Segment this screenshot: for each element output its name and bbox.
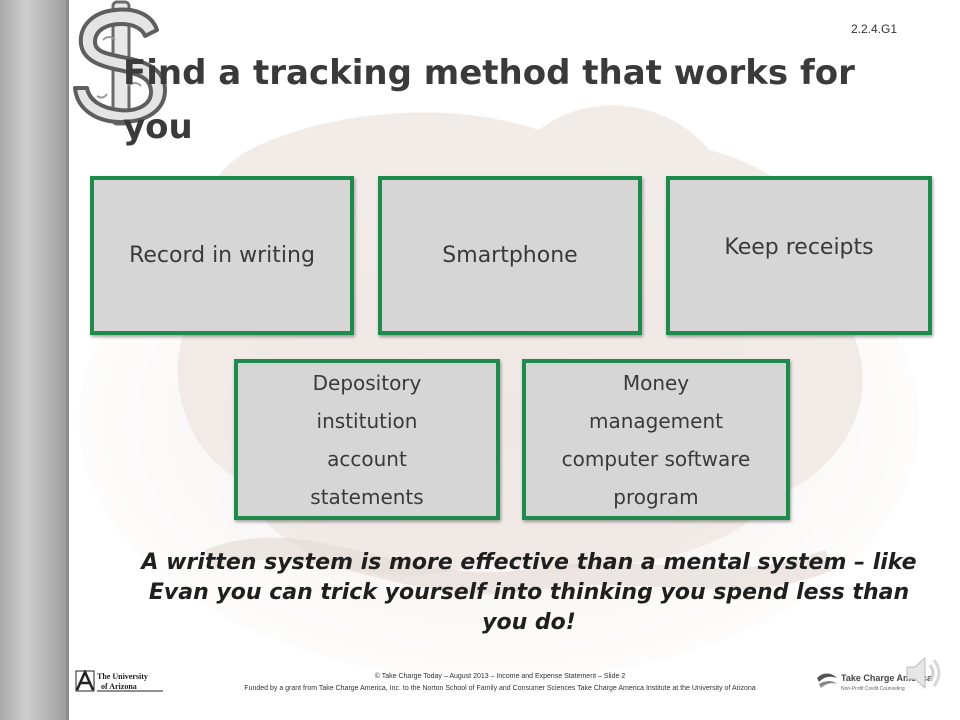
method-box-smartphone: Smartphone (378, 176, 642, 335)
method-label: Depository institution account statement… (310, 364, 423, 516)
footer-copyright: © Take Charge Today – August 2013 – Inco… (374, 673, 626, 680)
method-label-line: computer software (561, 446, 751, 471)
take-charge-america-logo: Take Charge America Non-Profit Credit Co… (817, 673, 933, 692)
method-label-line: program (613, 484, 699, 509)
ua-logo-line-1: The University (97, 672, 148, 681)
method-label: Keep receipts (724, 235, 874, 260)
method-box-depository-statements: Depository institution account statement… (234, 359, 500, 520)
method-label-line: institution (316, 408, 418, 433)
method-label: Record in writing (129, 243, 315, 268)
dollar-sign-puzzle-icon (73, 0, 167, 126)
method-label-line: Money (622, 370, 690, 395)
slide: 2.2.4.G1 Find a tracking method that wor… (66, 0, 960, 720)
method-label-line: Depository (312, 370, 422, 395)
method-box-keep-receipts: Keep receipts (666, 176, 932, 335)
method-label-line: account (327, 446, 407, 471)
method-label: Money management computer software progr… (562, 364, 751, 516)
key-note: A written system is more effective than … (141, 550, 917, 635)
left-border-strip (0, 0, 66, 720)
slide-code: 2.2.4.G1 (850, 22, 897, 36)
university-of-arizona-logo: The University of Arizona (75, 670, 163, 692)
speaker-icon[interactable] (901, 650, 947, 696)
method-label-line: management (589, 408, 723, 433)
method-label: Smartphone (442, 243, 578, 268)
footer: © Take Charge Today – August 2013 – Inco… (175, 671, 825, 695)
method-label-line: statements (310, 484, 424, 509)
ua-logo-line-2: of Arizona (101, 682, 137, 691)
tca-logo-subtext: Non-Profit Credit Counseling (841, 686, 905, 692)
page-title: Find a tracking method that works for yo… (123, 53, 855, 147)
footer-funding: Funded by a grant from Take Charge Ameri… (244, 685, 756, 692)
method-box-record-writing: Record in writing (90, 176, 354, 335)
tca-logo-text: Take Charge America (841, 673, 933, 683)
method-box-money-software: Money management computer software progr… (522, 359, 790, 520)
